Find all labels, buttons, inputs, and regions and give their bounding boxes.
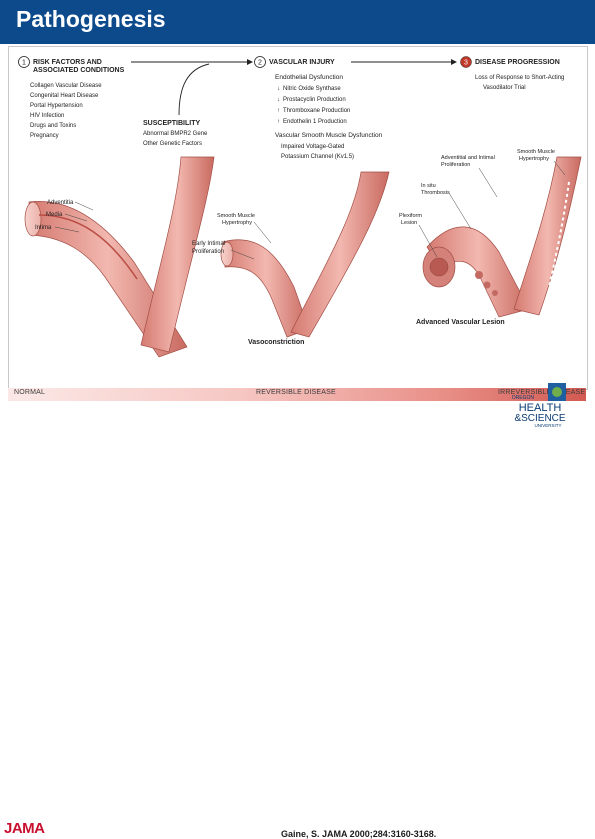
vsm-heading: Vascular Smooth Muscle Dysfunction [275, 132, 383, 139]
leader-line [75, 202, 93, 210]
risk-factor-item: Portal Hypertension [30, 103, 83, 109]
susceptibility-line2: Other Genetic Factors [143, 141, 202, 147]
endothelial-arrow: ↓ [277, 86, 280, 92]
step-2-number: 2 [258, 60, 262, 67]
step-2-header: 2 VASCULAR INJURY [255, 57, 336, 68]
constricted-vessel-right-branch [291, 172, 389, 337]
label-intima: Intima [35, 225, 52, 231]
label-vasoconstriction: Vasoconstriction [248, 339, 304, 346]
progression-block: Loss of Response to Short-Acting Vasodil… [475, 75, 564, 91]
label-adv-intimal-line1: Adventitial and Intimal [441, 155, 495, 161]
vsm-line2: Potassium Channel (Kv1.5) [281, 154, 354, 160]
vsm-block: Vascular Smooth Muscle Dysfunction Impai… [275, 132, 383, 160]
arrow-2-to-3-head [451, 59, 457, 65]
label-smooth-muscle-hyp-b-line2: Hypertrophy [519, 156, 549, 162]
jama-logo: JAMA [4, 820, 45, 837]
ohsu-emblem-leaf [552, 387, 562, 397]
step-1-header: 1 RISK FACTORS AND ASSOCIATED CONDITIONS [19, 57, 125, 75]
risk-factor-item: Collagen Vascular Disease [30, 83, 102, 89]
leader-line [254, 222, 271, 243]
citation: Gaine, S. JAMA 2000;284:3160-3168. [281, 829, 436, 839]
step-1-number: 1 [22, 60, 26, 67]
slide-footer: JAMA Gaine, S. JAMA 2000;284:3160-3168. … [0, 401, 595, 445]
label-advanced-lesion: Advanced Vascular Lesion [416, 319, 505, 326]
step-1-heading-line1: RISK FACTORS AND [33, 59, 102, 66]
endothelial-arrow: ↑ [277, 108, 280, 114]
label-adventitia: Adventitia [47, 200, 74, 206]
step-3-header: 3 DISEASE PROGRESSION [461, 57, 560, 68]
progression-line2: Vasodilator Trial [483, 85, 526, 91]
endothelial-item: Prostacyclin Production [283, 97, 346, 103]
label-in-situ-line1: In situ [421, 183, 436, 189]
label-media: Media [46, 212, 63, 218]
susceptibility-block: SUSCEPTIBILITY Abnormal BMPR2 Gene Other… [143, 120, 208, 147]
label-plexiform-line1: Plexiform [399, 213, 422, 219]
advanced-vessel [423, 157, 581, 317]
label-smooth-muscle-hyp-b-line1: Smooth Muscle [517, 149, 555, 155]
endothelial-item: Nitric Oxide Synthase [283, 86, 341, 92]
pathogenesis-figure: 1 RISK FACTORS AND ASSOCIATED CONDITIONS… [8, 46, 588, 390]
risk-factor-item: Drugs and Toxins [30, 123, 76, 129]
ohsu-logo-line4: UNIVERSITY [534, 423, 561, 428]
ohsu-logo: OREGON HEALTH &SCIENCE UNIVERSITY [496, 383, 584, 429]
ohsu-logo-line1: OREGON [512, 395, 535, 401]
step-3-heading: DISEASE PROGRESSION [475, 59, 560, 66]
label-early-intimal-line2: Proliferation [192, 249, 224, 255]
susceptibility-arrow [179, 64, 209, 115]
leader-line [479, 168, 497, 197]
normal-vessel [25, 157, 214, 357]
plexiform-nodule [484, 282, 491, 289]
slide: Pathogenesis 1 RISK FACTORS AND ASS [0, 0, 595, 445]
endothelial-arrow: ↓ [277, 97, 280, 103]
figure-svg: 1 RISK FACTORS AND ASSOCIATED CONDITIONS… [9, 47, 587, 389]
leader-line [449, 193, 471, 229]
constricted-vessel [221, 172, 389, 337]
vsm-line1: Impaired Voltage-Gated [281, 144, 344, 150]
step-1-heading-line2: ASSOCIATED CONDITIONS [33, 67, 125, 74]
risk-factor-list: Collagen Vascular Disease Congenital Hea… [30, 83, 102, 139]
plexiform-nodule [492, 290, 498, 296]
label-early-intimal-line1: Early Intimal [192, 241, 225, 247]
plexiform-nodule [475, 271, 483, 279]
step-3-number: 3 [464, 60, 468, 67]
endothelial-arrow: ↑ [277, 119, 280, 125]
endothelial-item: Endothelin 1 Production [283, 119, 347, 125]
label-plexiform-line2: Lesion [401, 220, 417, 226]
risk-factor-item: Congenital Heart Disease [30, 93, 99, 99]
label-adv-intimal-line2: Proliferation [441, 162, 470, 168]
risk-factor-item: Pregnancy [30, 133, 59, 139]
endothelial-block: Endothelial Dysfunction ↓ Nitric Oxide S… [275, 74, 350, 125]
label-smooth-muscle-hyp-line2: Hypertrophy [222, 220, 252, 226]
slide-title: Pathogenesis [16, 6, 166, 33]
susceptibility-heading: SUSCEPTIBILITY [143, 120, 201, 127]
susceptibility-line1: Abnormal BMPR2 Gene [143, 131, 208, 137]
label-smooth-muscle-hyp-line1: Smooth Muscle [217, 213, 255, 219]
endothelial-heading: Endothelial Dysfunction [275, 74, 343, 81]
label-in-situ-line2: Thrombosis [421, 190, 450, 196]
step-2-heading: VASCULAR INJURY [269, 59, 335, 66]
progression-line1: Loss of Response to Short-Acting [475, 75, 564, 81]
risk-factor-item: HIV Infection [30, 113, 64, 119]
arrow-1-to-2-head [247, 59, 253, 65]
plexiform-lesion-core [430, 258, 448, 276]
stage-normal: NORMAL [14, 389, 45, 396]
endothelial-item: Thromboxane Production [283, 108, 350, 114]
stage-reversible: REVERSIBLE DISEASE [256, 389, 336, 396]
advanced-vessel-right-branch [514, 157, 581, 315]
title-bar: Pathogenesis [0, 0, 595, 44]
